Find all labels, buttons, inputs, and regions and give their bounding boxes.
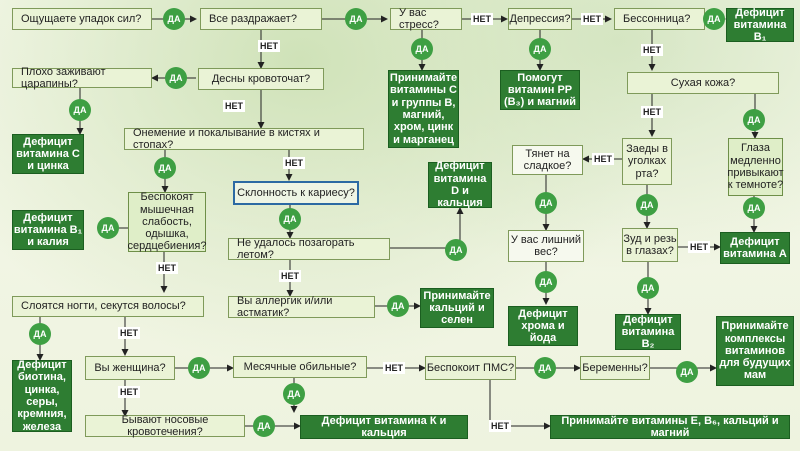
yes-label: ДА — [97, 217, 119, 239]
question-depression: Депрессия? — [508, 8, 572, 30]
yes-label: ДА — [535, 192, 557, 214]
yes-label: ДА — [163, 8, 185, 30]
question-numbness: Онемение и покалывание в кистях и стопах… — [124, 127, 364, 151]
yes-label: ДА — [743, 197, 765, 219]
yes-label: ДА — [345, 8, 367, 30]
question-pms: Беспокоит ПМС? — [425, 356, 516, 380]
no-label: НЕТ — [489, 420, 511, 432]
result-vitamin-b1-potassium: Дефицит витамина B₁ и калия — [12, 210, 84, 250]
no-label: НЕТ — [283, 157, 305, 169]
question-scratches: Плохо заживают царапины? — [12, 66, 152, 90]
question-bleeding-gums: Десны кровоточат? — [198, 68, 324, 90]
question-woman: Вы женщина? — [85, 356, 175, 380]
no-label: НЕТ — [383, 362, 405, 374]
result-vitamins-e-b6: Принимайте витамины Е, B₆, кальций и маг… — [550, 415, 790, 439]
no-label: НЕТ — [641, 44, 663, 56]
yes-label: ДА — [535, 271, 557, 293]
question-allergy: Вы аллергик и/или астматик? — [228, 295, 375, 319]
result-vitamin-pp: Помогут витамин PP (B₃) и магний — [500, 70, 580, 110]
question-heavy-periods: Месячные обильные? — [233, 356, 367, 378]
question-pregnant: Беременны? — [580, 356, 650, 380]
yes-label: ДА — [69, 99, 91, 121]
result-prenatal-vitamins: Принимайте комплексы витаминов для будущ… — [716, 316, 794, 386]
yes-label: ДА — [154, 157, 176, 179]
question-irritation: Все раздражает? — [200, 8, 322, 30]
no-label: НЕТ — [118, 386, 140, 398]
yes-label: ДА — [165, 67, 187, 89]
no-label: НЕТ — [118, 327, 140, 339]
question-insomnia: Бессонница? — [614, 8, 705, 30]
no-label: НЕТ — [471, 13, 493, 25]
question-caries: Склонность к кариесу? — [233, 181, 359, 205]
result-vitamin-b2: Дефицит витамина B₂ — [615, 314, 681, 350]
question-dark-adaptation: Глаза медленно привыкают к темноте? — [727, 138, 784, 196]
yes-label: ДА — [29, 323, 51, 345]
question-sweet-craving: Тянет на сладкое? — [512, 145, 583, 175]
yes-label: ДА — [387, 295, 409, 317]
question-dry-skin: Сухая кожа? — [627, 72, 779, 94]
yes-label: ДА — [188, 357, 210, 379]
no-label: НЕТ — [279, 270, 301, 282]
result-vitamin-d-calcium: Дефицит витамина D и кальция — [428, 160, 492, 209]
no-label: НЕТ — [156, 262, 178, 274]
question-nails-hair: Слоятся ногти, секутся волосы? — [12, 296, 204, 317]
question-no-tan: Не удалось позагорать летом? — [228, 237, 390, 261]
question-itchy-eyes: Зуд и резь в глазах? — [622, 228, 678, 262]
result-vitamin-b1: Дефицит витамина B₁ — [726, 7, 794, 43]
no-label: НЕТ — [688, 241, 710, 253]
yes-label: ДА — [529, 38, 551, 60]
result-chromium-iodine: Дефицит хрома и йода — [508, 306, 578, 346]
no-label: НЕТ — [592, 153, 614, 165]
result-vitamin-k-calcium: Дефицит витамина К и кальция — [300, 415, 468, 439]
result-vitamin-a: Дефицит витамина А — [720, 232, 790, 264]
yes-label: ДА — [253, 415, 275, 437]
yes-label: ДА — [283, 383, 305, 405]
yes-label: ДА — [445, 239, 467, 261]
yes-label: ДА — [703, 8, 725, 30]
yes-label: ДА — [279, 208, 301, 230]
result-biotin: Дефицит биотина, цинка, серы, кремния, ж… — [12, 359, 72, 433]
question-stress: У вас стресс? — [390, 7, 462, 31]
yes-label: ДА — [534, 357, 556, 379]
yes-label: ДА — [637, 277, 659, 299]
no-label: НЕТ — [223, 100, 245, 112]
yes-label: ДА — [676, 361, 698, 383]
question-muscle-weakness: Беспокоят мышечная слабость, одышка, сер… — [127, 191, 207, 253]
yes-label: ДА — [743, 109, 765, 131]
no-label: НЕТ — [581, 13, 603, 25]
yes-label: ДА — [636, 194, 658, 216]
result-vitamin-c-zinc: Дефицит витамина С и цинка — [12, 134, 84, 174]
question-overweight: У вас лишний вес? — [508, 230, 584, 262]
question-nosebleeds: Бывают носовые кровотечения? — [85, 414, 245, 438]
result-take-vitamins-c-b: Принимайте витамины С и группы В, магний… — [388, 70, 459, 148]
result-calcium-selenium: Принимайте кальций и селен — [420, 288, 494, 328]
no-label: НЕТ — [641, 106, 663, 118]
question-cracked-lips: Заеды в уголках рта? — [622, 138, 672, 185]
yes-label: ДА — [411, 38, 433, 60]
no-label: НЕТ — [258, 40, 280, 52]
question-fatigue: Ощущаете упадок сил? — [12, 8, 152, 30]
